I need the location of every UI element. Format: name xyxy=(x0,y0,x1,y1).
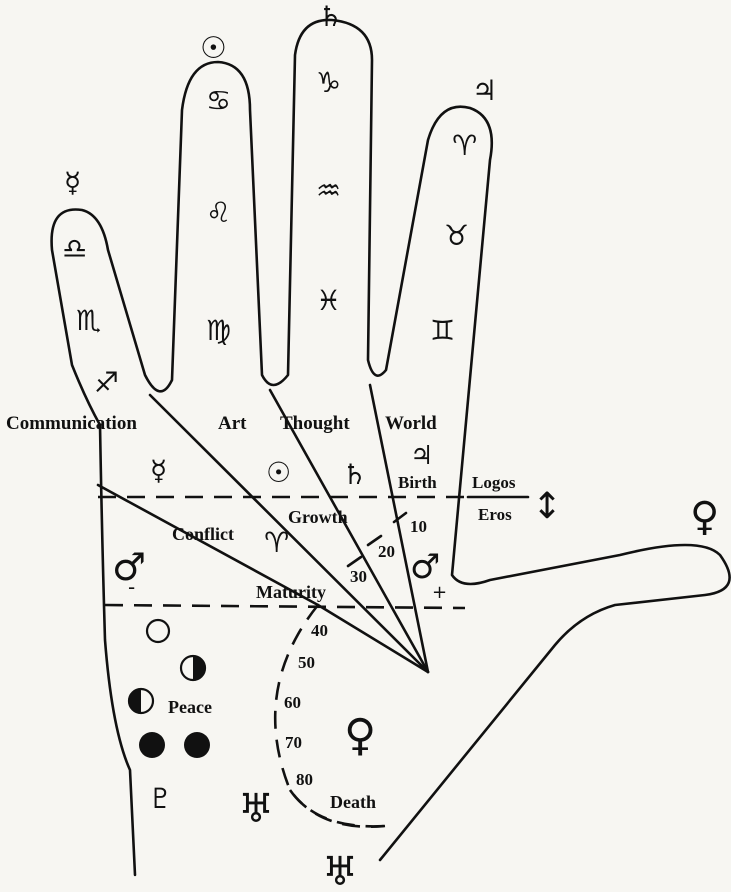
dark-moon-icon xyxy=(184,732,210,758)
age-ticks xyxy=(348,513,406,566)
venus-mount-icon: ♀ xyxy=(344,710,376,761)
mercury-mount-icon: ☿ xyxy=(150,454,167,487)
moon-phases xyxy=(129,620,210,758)
age-label: 20 xyxy=(378,542,395,561)
maturity-line xyxy=(318,605,428,672)
saturn-mount-icon: ♄ xyxy=(342,458,367,491)
pluto-icon: ♇ xyxy=(148,782,173,815)
communication-label: Communication xyxy=(6,413,137,434)
age-label: 30 xyxy=(350,567,367,586)
mars-positive-icon: ♂ xyxy=(410,547,440,587)
art-label: Art xyxy=(218,413,247,434)
sun-finger-icon: ☉ xyxy=(200,31,227,66)
sagittarius-icon: ♐ xyxy=(94,366,119,399)
taurus-icon: ♉ xyxy=(444,219,469,252)
venus-thumb-icon: ♀ xyxy=(690,494,719,540)
libra-icon: ♎ xyxy=(62,232,87,265)
logos-eros-arrow-icon: ↕ xyxy=(532,486,562,527)
maturity-label: Maturity xyxy=(256,582,326,602)
aries-icon: ♈ xyxy=(452,129,477,162)
logos-label: Logos xyxy=(472,473,516,492)
age-label: 80 xyxy=(296,770,313,789)
birth-label: Birth xyxy=(398,473,437,492)
saturn-finger-icon: ♄ xyxy=(318,0,343,33)
age-label: 50 xyxy=(298,653,315,672)
uranus-icon: ♅ xyxy=(238,786,274,832)
age-label: 70 xyxy=(285,733,302,752)
peace-label: Peace xyxy=(168,697,212,717)
jupiter-finger-icon: ♃ xyxy=(472,74,497,107)
full-moon-icon xyxy=(139,732,165,758)
aries-palm-icon: ♈ xyxy=(264,526,289,559)
maturity-dashed-line xyxy=(105,605,465,608)
death-label: Death xyxy=(330,792,376,812)
world-label: World xyxy=(385,413,437,434)
new-moon-icon xyxy=(147,620,169,642)
growth-label: Growth xyxy=(288,507,348,527)
age-label: 40 xyxy=(311,621,328,640)
age-label: 60 xyxy=(284,693,301,712)
cancer-icon: ♋ xyxy=(206,84,231,117)
pisces-icon: ♓ xyxy=(316,284,341,317)
leo-icon: ♌ xyxy=(206,196,231,229)
waxing-moon-icon xyxy=(181,656,205,680)
age-label: 10 xyxy=(410,517,427,536)
scorpio-icon: ♏ xyxy=(76,304,101,337)
aquarius-icon: ♒ xyxy=(316,174,341,207)
eros-label: Eros xyxy=(478,505,512,524)
virgo-icon: ♍ xyxy=(206,314,231,347)
conflict-label: Conflict xyxy=(172,524,234,544)
jupiter-mount-icon: ♃ xyxy=(410,441,433,471)
thought-label: Thought xyxy=(280,413,350,434)
gemini-icon: ♊ xyxy=(430,314,455,347)
sun-mount-icon: ☉ xyxy=(266,456,291,489)
capricorn-icon: ♑ xyxy=(316,66,341,99)
neptune-uranus-icon: ♅ xyxy=(322,849,358,892)
mercury-finger-icon: ☿ xyxy=(64,166,81,199)
plus-sign: + xyxy=(432,582,447,603)
minus-sign: - xyxy=(128,575,135,599)
waning-moon-icon xyxy=(129,689,153,713)
